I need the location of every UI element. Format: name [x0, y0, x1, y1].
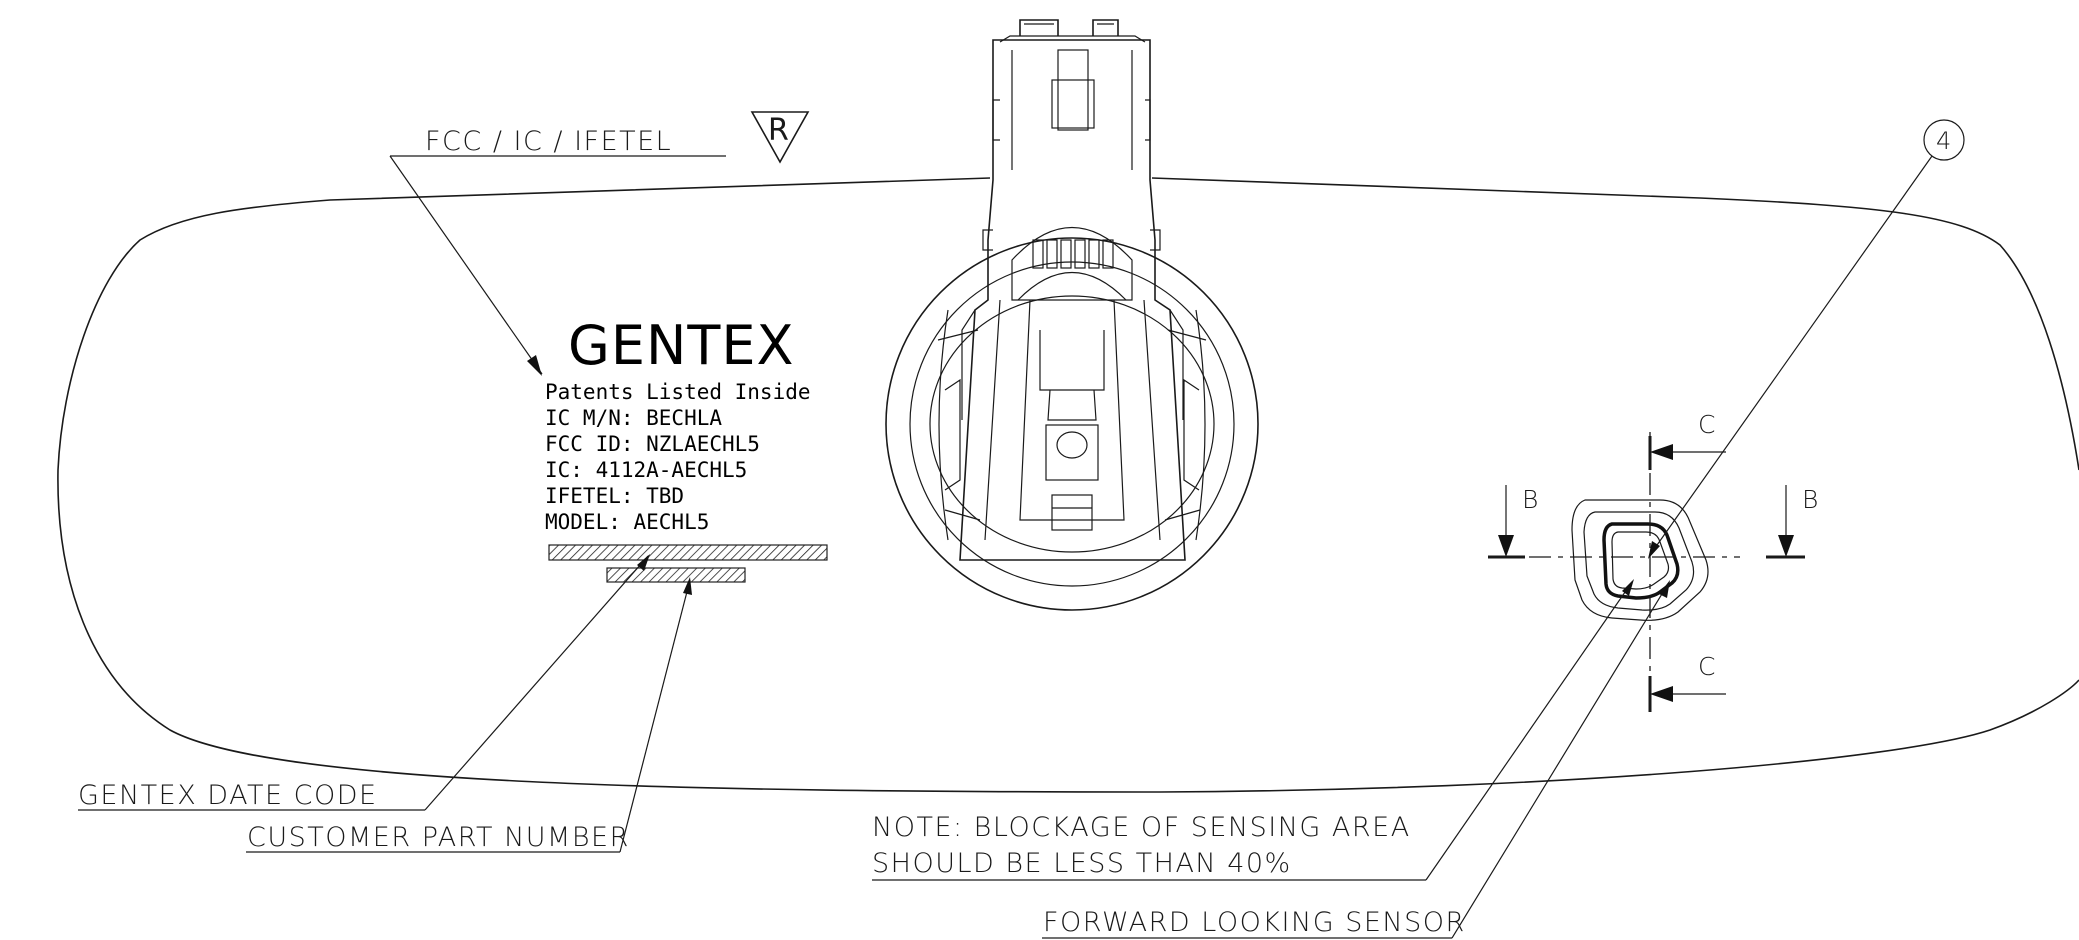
label-line-2: IC M/N: BECHLA	[545, 406, 722, 430]
brand-logo: GENTEX	[568, 314, 794, 377]
section-b-right: B	[1766, 485, 1818, 559]
fcc-label: FCC / IC / IFETEL	[425, 126, 672, 157]
label-line-3: FCC ID: NZLAECHL5	[545, 432, 760, 456]
section-c-bottom: C	[1648, 652, 1726, 712]
mount-base	[885, 237, 1259, 611]
section-b-right-letter: B	[1802, 485, 1818, 514]
forward-sensor	[1571, 499, 1709, 621]
label-line-1: Patents Listed Inside	[545, 380, 811, 404]
fcc-leader	[389, 155, 543, 375]
forward-sensor-label: FORWARD LOOKING SENSOR	[1043, 907, 1466, 938]
mirror-outline-top-right	[1151, 177, 2079, 471]
connector-pins	[1032, 239, 1114, 269]
customer-part-label: CUSTOMER PART NUMBER	[247, 822, 630, 853]
section-b-left: B	[1488, 485, 1538, 559]
label-line-4: IC: 4112A-AECHL5	[545, 458, 747, 482]
date-code-label: GENTEX DATE CODE	[78, 780, 378, 811]
part-number-bar	[606, 567, 746, 583]
label-line-5: IFETEL: TBD	[545, 484, 684, 508]
balloon-number: 4	[1936, 127, 1951, 155]
item-balloon: 4	[1648, 119, 1965, 559]
note-line-2: SHOULD BE LESS THAN 40%	[872, 848, 1292, 879]
section-c-top-letter: C	[1698, 410, 1715, 439]
note-line-1: NOTE: BLOCKAGE OF SENSING AREA	[872, 812, 1411, 843]
section-c-bottom-letter: C	[1698, 652, 1715, 681]
section-c-top: C	[1648, 410, 1726, 470]
revision-symbol: R	[768, 113, 790, 148]
section-b-left-letter: B	[1522, 485, 1538, 514]
revision-triangle: R	[750, 111, 810, 164]
date-code-bar	[548, 544, 828, 561]
mirror-outline	[57, 177, 2079, 793]
label-line-6: MODEL: AECHL5	[545, 510, 709, 534]
mount-arm	[944, 19, 1200, 561]
